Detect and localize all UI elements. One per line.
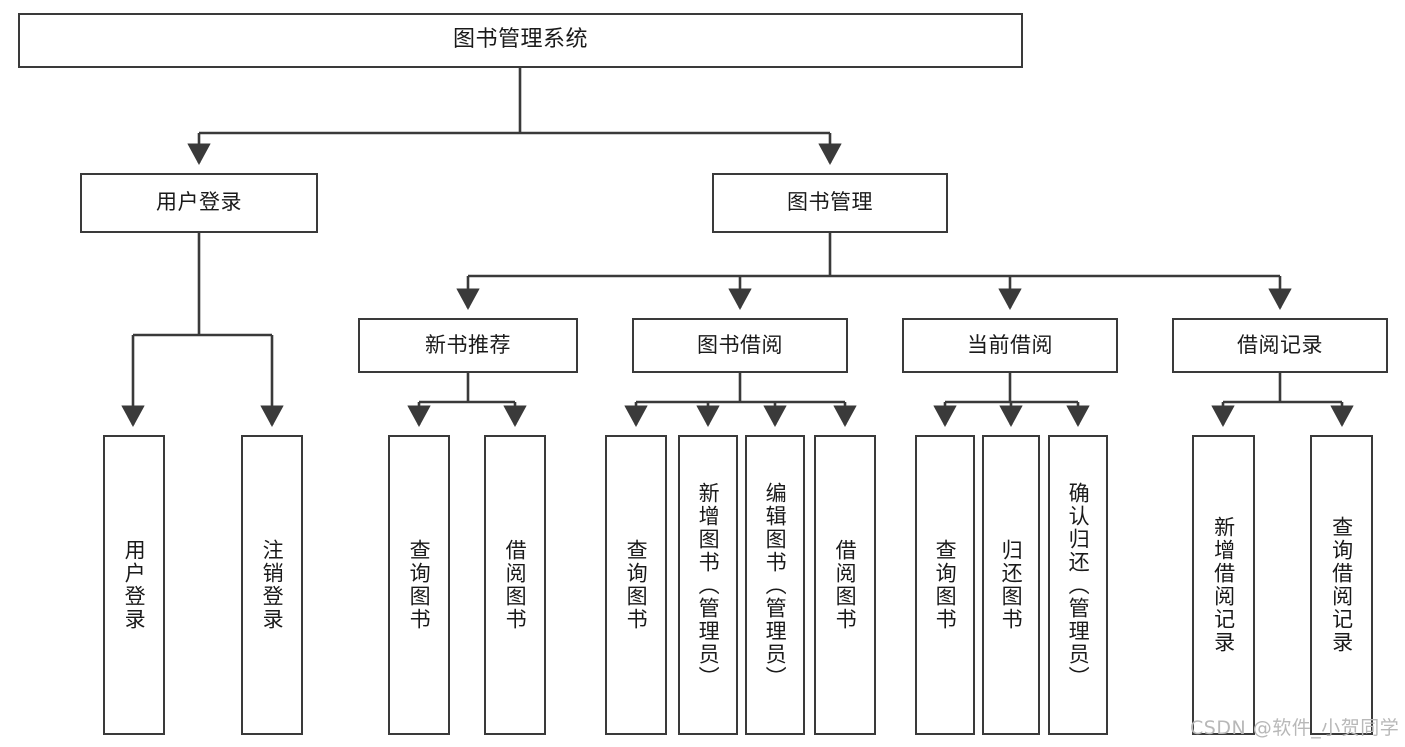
- node-label: 查询图书: [933, 539, 958, 631]
- leaf-add-borrow-record[interactable]: 新增借阅记录: [1192, 435, 1255, 735]
- leaf-query-book-recommend[interactable]: 查询图书: [388, 435, 450, 735]
- node-label: 借阅记录: [1237, 332, 1323, 357]
- node-label: 查询图书: [624, 539, 649, 631]
- node-label: 当前借阅: [967, 332, 1053, 357]
- csdn-watermark: CSDN @软件_小贺同学: [1190, 717, 1400, 739]
- node-label: 图书管理系统: [452, 27, 588, 53]
- leaf-query-borrow-record[interactable]: 查询借阅记录: [1310, 435, 1373, 735]
- node-label: 查询借阅记录: [1329, 516, 1354, 654]
- node-label: 归还图书: [999, 539, 1024, 631]
- leaf-user-login[interactable]: 用户登录: [103, 435, 165, 735]
- node-label: 新增借阅记录: [1211, 516, 1236, 654]
- leaf-return-book[interactable]: 归还图书: [982, 435, 1040, 735]
- node-label: 图书借阅: [697, 332, 783, 357]
- leaf-query-book-borrow[interactable]: 查询图书: [605, 435, 667, 735]
- node-user-login[interactable]: 用户登录: [80, 173, 318, 233]
- leaf-logout[interactable]: 注销登录: [241, 435, 303, 735]
- leaf-edit-book[interactable]: 编辑图书（管理员）: [745, 435, 805, 735]
- leaf-borrow-book-recommend[interactable]: 借阅图书: [484, 435, 546, 735]
- node-label: 用户登录: [156, 190, 242, 215]
- leaf-query-book-current[interactable]: 查询图书: [915, 435, 975, 735]
- node-label: 借阅图书: [833, 539, 858, 631]
- leaf-add-book[interactable]: 新增图书（管理员）: [678, 435, 738, 735]
- node-borrow-record[interactable]: 借阅记录: [1172, 318, 1388, 373]
- leaf-borrow-book[interactable]: 借阅图书: [814, 435, 876, 735]
- leaf-confirm-return[interactable]: 确认归还（管理员）: [1048, 435, 1108, 735]
- node-root-book-management-system[interactable]: 图书管理系统: [18, 13, 1023, 68]
- node-label: 查询图书: [407, 539, 432, 631]
- node-label: 确认归还（管理员）: [1066, 481, 1091, 689]
- node-new-book-recommend[interactable]: 新书推荐: [358, 318, 578, 373]
- node-book-management[interactable]: 图书管理: [712, 173, 948, 233]
- node-current-borrow[interactable]: 当前借阅: [902, 318, 1118, 373]
- node-label: 用户登录: [122, 539, 147, 631]
- node-label: 注销登录: [260, 539, 285, 631]
- node-label: 新增图书（管理员）: [696, 481, 721, 689]
- node-label: 借阅图书: [503, 539, 528, 631]
- node-label: 图书管理: [787, 190, 873, 215]
- node-book-borrow[interactable]: 图书借阅: [632, 318, 848, 373]
- node-label: 编辑图书（管理员）: [763, 481, 788, 689]
- node-label: 新书推荐: [425, 332, 511, 357]
